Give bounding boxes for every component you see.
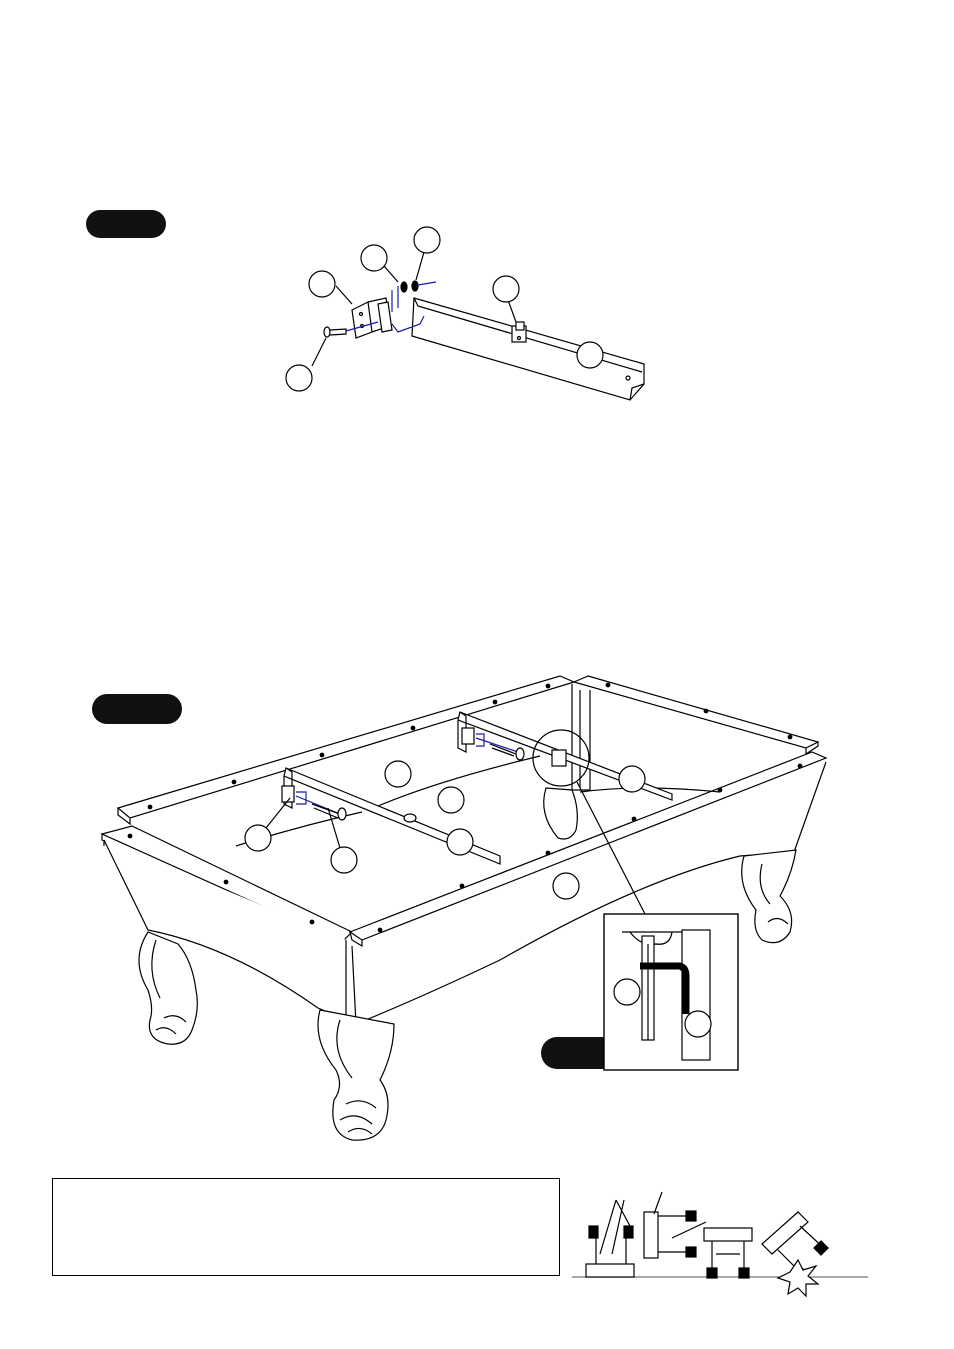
warning-note-box [52,1178,560,1276]
rail-board [411,297,645,401]
callout-circle-2 [360,244,388,272]
washer [400,281,408,293]
step-2-table-frame [100,675,828,1141]
callout-circle-5 [576,341,604,369]
hinge-plate [511,321,527,343]
callout-circle-9 [618,765,646,793]
callout-circle-15 [684,1010,712,1038]
step-2-badge [92,694,182,724]
step-1-badge [86,210,166,238]
table-legs [138,787,797,1141]
callout-circle-8 [437,786,465,814]
callout-circle-6 [285,364,313,392]
rail-screw-holes [127,682,803,933]
bolt [323,326,347,338]
callout-circle-7 [384,760,412,788]
callout-circle-4 [492,275,520,303]
step-1-callouts [285,226,604,392]
callout-circle-1 [308,270,336,298]
detail-inset [603,913,739,1071]
lifting-warning-illustration [572,1191,868,1298]
detail-magnifier [532,729,590,787]
callout-circle-12 [446,828,474,856]
callout-circle-11 [330,846,358,874]
callout-circle-3 [413,226,441,254]
callout-circle-10 [244,824,272,852]
step-2-callouts [244,760,646,900]
callout-circle-13 [552,872,580,900]
corner-bracket [351,297,393,339]
step-1-exploded-view [285,226,645,401]
assembly-guide-lines [345,281,437,333]
nut [411,280,419,292]
callout-circle-14 [613,978,641,1006]
